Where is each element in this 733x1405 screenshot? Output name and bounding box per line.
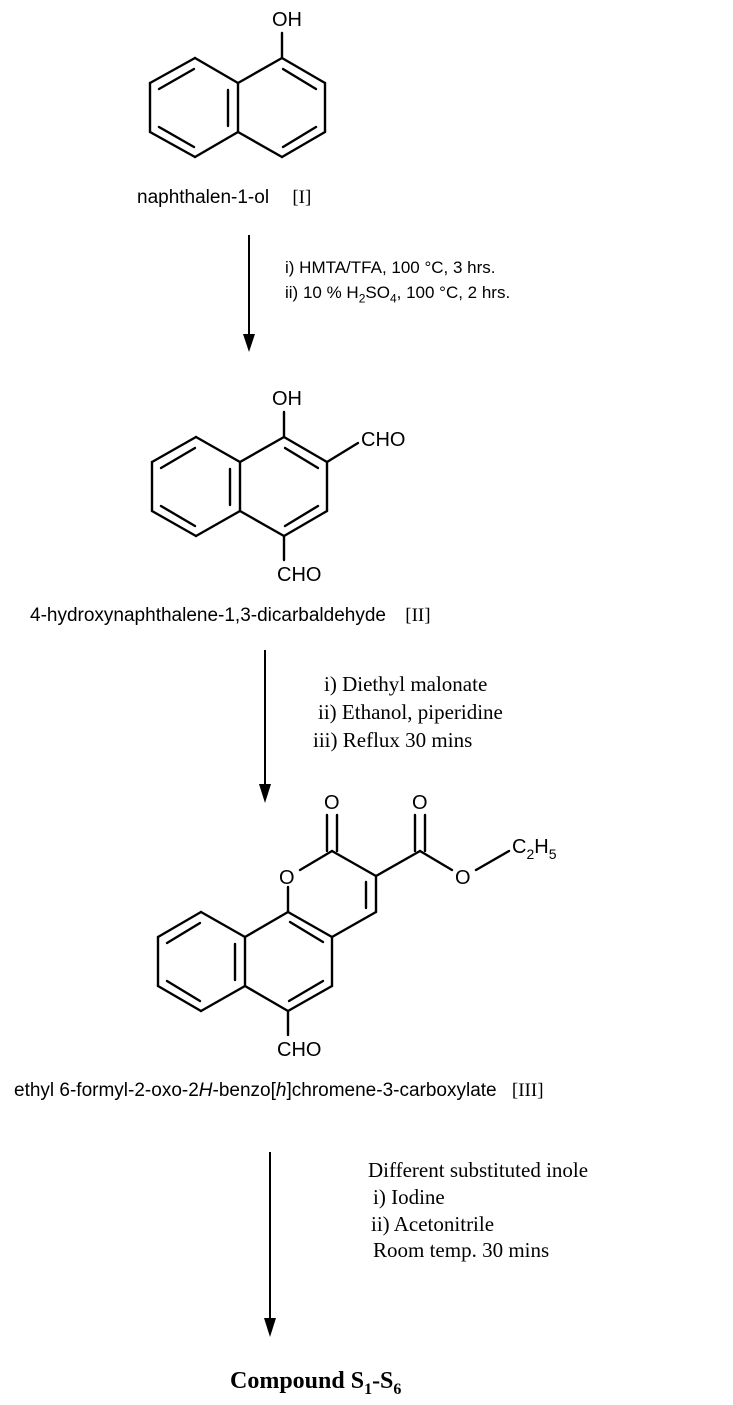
step-1-line-2-post: , 100 °C, 2 hrs.: [396, 283, 511, 302]
step-2-condition-line-3: iii) Reflux 30 mins: [313, 728, 473, 752]
ethyl-sub-2: 2: [526, 846, 534, 862]
structure-ii-tag: [II]: [405, 605, 431, 626]
structure-i-name: naphthalen-1-ol [I]: [137, 187, 311, 209]
structure-ii-oh-label: OH: [272, 388, 302, 410]
structure-ii-name: 4-hydroxynaphthalene-1,3-dicarbaldehyde …: [30, 605, 431, 627]
structure-iii-ethyl-group: C2H5: [512, 836, 557, 862]
structure-iii-name-italic-h: H: [198, 1080, 213, 1101]
structure-iii-name-mid: -benzo[: [212, 1080, 276, 1101]
structure-ii-cho-bottom-label: CHO: [277, 564, 321, 586]
structure-ii-cho-top-label: CHO: [361, 429, 405, 451]
structure-iii-tag: [III]: [511, 1080, 544, 1101]
structure-i-bonds: [148, 31, 327, 159]
ethyl-c: C: [512, 836, 526, 858]
product-label-pre: Compound S: [230, 1368, 365, 1394]
structure-iii-name-post: ]chromene-3-carboxylate: [286, 1080, 497, 1101]
step-2-condition-line-1: i) Diethyl malonate: [324, 672, 488, 696]
product-label-mid: -S: [372, 1368, 394, 1394]
structure-ii-name-text: 4-hydroxynaphthalene-1,3-dicarbaldehyde: [30, 605, 386, 626]
structure-iii-name-pre: ethyl 6-formyl-2-oxo-2: [14, 1080, 199, 1101]
step-3-condition-line-2: i) Iodine: [373, 1185, 445, 1209]
structure-iii-ring-oxygen: O: [279, 867, 295, 889]
step-1-line-2-sub-2: 2: [358, 291, 366, 306]
step-1-line-2-pre: ii) 10 % H: [285, 283, 359, 302]
structure-iii-benzochromene: O O O O C2H5 CHO: [156, 792, 557, 1061]
reaction-arrow-3: [264, 1152, 276, 1337]
reaction-arrow-2: [259, 650, 271, 803]
structure-iii-cho-label: CHO: [277, 1039, 321, 1061]
structure-iii-bonds: [156, 813, 511, 1037]
step-3-condition-line-3: ii) Acetonitrile: [371, 1212, 495, 1236]
structure-i-tag: [I]: [292, 187, 312, 208]
structure-ii-bonds: [150, 410, 360, 562]
step-1-line-2-sub-4: 4: [389, 291, 397, 306]
structure-iii-name: ethyl 6-formyl-2-oxo-2H-benzo[h]chromene…: [14, 1080, 544, 1102]
step-2-condition-line-2: ii) Ethanol, piperidine: [318, 700, 503, 724]
structure-iii-keto-oxygen-2: O: [412, 792, 428, 814]
step-3-condition-line-1: Different substituted inole: [368, 1158, 589, 1182]
step-1-line-2-mid: SO: [365, 283, 390, 302]
structure-iii-keto-oxygen-1: O: [324, 792, 340, 814]
reaction-arrow-1: [243, 235, 255, 352]
structure-ii-dicarbaldehyde: OH CHO CHO: [150, 388, 405, 586]
ethyl-sub-5: 5: [549, 846, 557, 862]
structure-i-name-text: naphthalen-1-ol: [137, 187, 270, 208]
structure-i-oh-label: OH: [272, 9, 302, 31]
structure-iii-name-italic-h2: h: [275, 1080, 287, 1101]
ethyl-h: H: [534, 836, 548, 858]
product-label: Compound S1-S6: [230, 1368, 401, 1399]
step-3-condition-line-4: Room temp. 30 mins: [373, 1238, 550, 1262]
product-label-sub-1: 1: [364, 1380, 373, 1398]
structure-i-naphthalen-1-ol: OH: [148, 9, 327, 159]
step-1-condition-line-1: i) HMTA/TFA, 100 °C, 3 hrs.: [285, 258, 496, 277]
structure-iii-ester-oxygen: O: [455, 867, 471, 889]
product-label-sub-6: 6: [393, 1380, 402, 1398]
step-1-condition-line-2: ii) 10 % H2SO4, 100 °C, 2 hrs.: [285, 283, 510, 305]
